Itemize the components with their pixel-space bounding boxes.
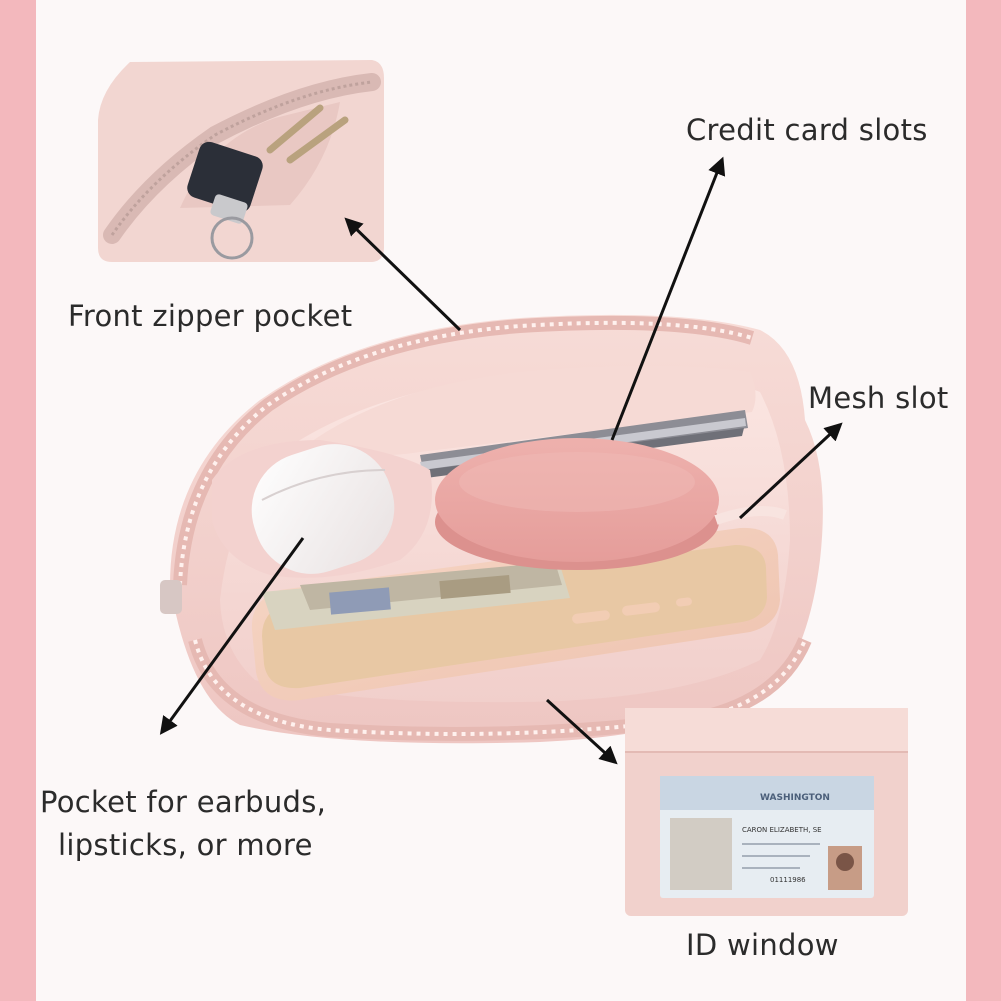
earbuds-case bbox=[251, 444, 395, 574]
id-name: CARON ELIZABETH, SE bbox=[742, 826, 822, 834]
callout-arrows bbox=[159, 156, 843, 765]
pouch-photo bbox=[160, 314, 823, 744]
arrow-front-zipper bbox=[344, 217, 462, 332]
mesh-slot bbox=[714, 506, 787, 525]
phone bbox=[251, 527, 780, 701]
arrow-id-window bbox=[545, 698, 618, 765]
arrow-credit-cards bbox=[610, 156, 726, 441]
zipper-pull bbox=[160, 580, 182, 614]
label-mesh-slot: Mesh slot bbox=[808, 381, 949, 415]
label-front-zipper-pocket: Front zipper pocket bbox=[68, 299, 353, 333]
front-pocket-photo bbox=[98, 60, 384, 262]
car-key-fob bbox=[187, 141, 263, 213]
id-state: WASHINGTON bbox=[760, 793, 830, 803]
arrow-mesh-slot bbox=[738, 422, 843, 520]
label-id-window: ID window bbox=[686, 928, 839, 962]
compact-mirror bbox=[435, 438, 719, 570]
id-number: 01111986 bbox=[770, 876, 806, 884]
label-credit-card-slots: Credit card slots bbox=[686, 113, 928, 147]
arrow-pocket bbox=[159, 537, 305, 735]
label-pocket-line1: Pocket for earbuds, bbox=[40, 785, 327, 819]
id-window-photo: WASHINGTON CARON ELIZABETH, SE 01111986 bbox=[625, 708, 908, 916]
label-pocket-line2: lipsticks, or more bbox=[58, 828, 313, 862]
keys bbox=[266, 104, 349, 164]
cash bbox=[262, 562, 570, 630]
